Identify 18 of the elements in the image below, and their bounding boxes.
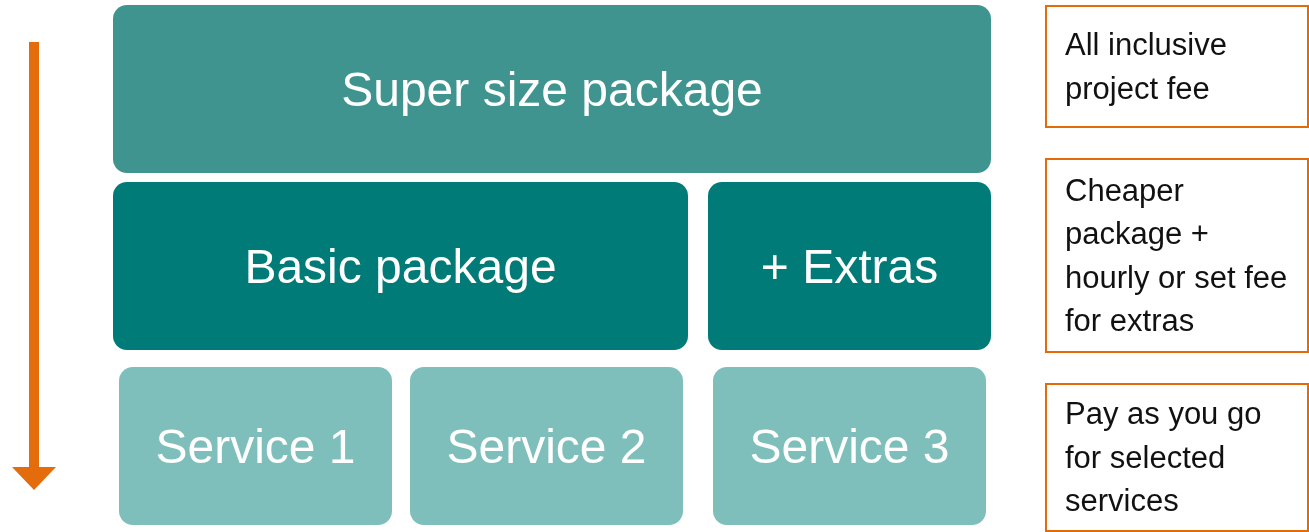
block-label: Super size package <box>341 61 763 117</box>
block-label: Service 3 <box>749 418 950 474</box>
note-text: Pay as you go for selected services <box>1065 395 1263 521</box>
note-box <box>1045 5 1309 128</box>
block-label: + Extras <box>760 238 939 294</box>
note-text: All inclusive project fee <box>1065 26 1228 108</box>
package-block <box>708 182 991 350</box>
package-block <box>113 182 688 350</box>
note-text: Cheaper package + hourly or set fee for extras <box>1065 171 1289 340</box>
block-label: Basic package <box>244 238 557 294</box>
package-block <box>113 5 991 173</box>
note-box <box>1045 158 1309 353</box>
package-block <box>410 367 683 525</box>
block-label: Service 2 <box>446 418 647 474</box>
package-block <box>119 367 392 525</box>
block-label: Service 1 <box>155 418 356 474</box>
note-box <box>1045 383 1309 532</box>
package-block <box>713 367 986 525</box>
